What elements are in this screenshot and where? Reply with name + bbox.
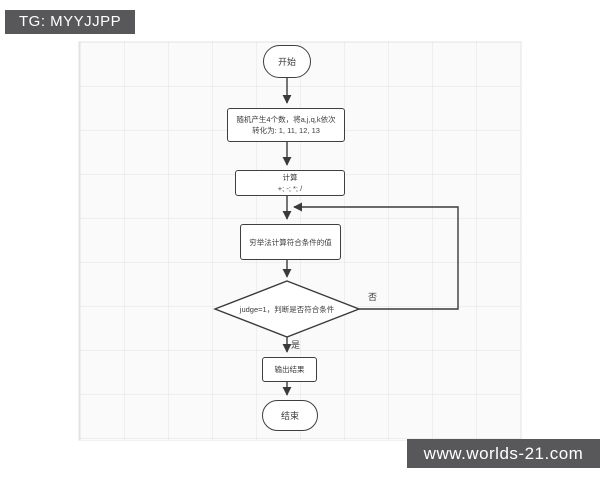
calculate-line1: 计算 [282, 173, 298, 182]
start-label: 开始 [277, 57, 296, 67]
calculate-node: 计算 +; -; *; / [235, 170, 345, 196]
exhaustive-search-node: 穷举法计算符合条件的值 [240, 224, 341, 260]
start-node: 开始 [263, 45, 311, 78]
website-watermark-badge: www.worlds-21.com [407, 439, 600, 468]
generate-numbers-node: 随机产生4个数，将a,j,q,k依次 转化为: 1, 11, 12, 13 [227, 108, 345, 142]
tg-watermark-badge: TG: MYYJJPP [5, 10, 136, 34]
output-label: 输出结果 [274, 365, 305, 374]
generate-line1: 随机产生4个数，将a,j,q,k依次 [236, 115, 336, 124]
calculate-line2: +; -; *; / [277, 184, 303, 193]
connector-judge-no-loop [293, 202, 459, 310]
decision-diamond-shape [213, 280, 361, 338]
edge-label-no: 否 [368, 292, 378, 302]
output-result-node: 输出结果 [262, 357, 317, 382]
generate-line2: 转化为: 1, 11, 12, 13 [252, 126, 320, 135]
edge-label-yes: 是 [291, 340, 301, 350]
end-label: 结束 [280, 411, 299, 421]
exhaustive-label: 穷举法计算符合条件的值 [249, 237, 332, 247]
end-node: 结束 [262, 400, 318, 431]
judge-decision-label: judge=1，判断是否符合条件 [239, 304, 335, 314]
